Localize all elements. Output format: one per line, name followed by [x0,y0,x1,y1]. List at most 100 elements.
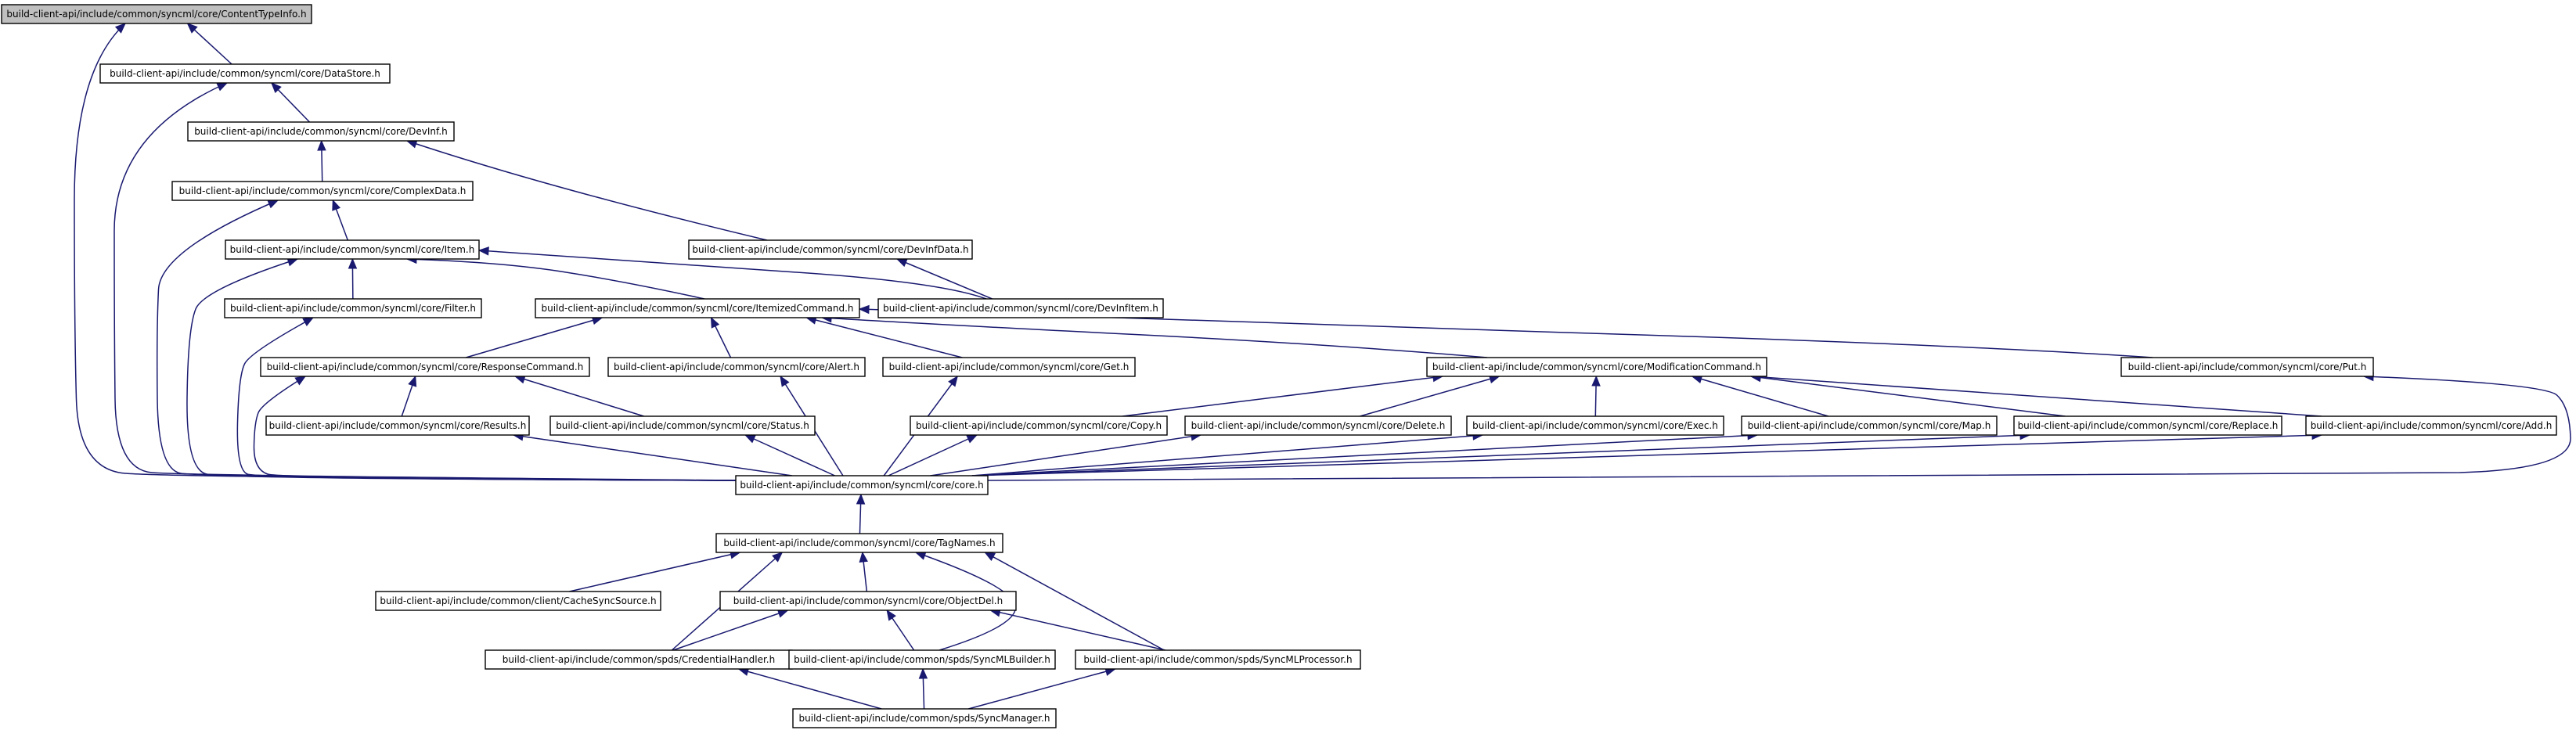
node-label: build-client-api/include/common/syncml/c… [740,480,983,491]
node-alert[interactable]: build-client-api/include/common/syncml/c… [607,357,866,377]
node-box [535,298,860,318]
node-label: build-client-api/include/common/syncml/c… [916,420,1162,431]
edge-devinf-to-datastore [271,82,310,123]
node-label: build-client-api/include/common/syncml/c… [614,361,859,372]
edge-item-to-complexdata [332,199,349,241]
node-objectdel[interactable]: build-client-api/include/common/syncml/c… [719,591,1017,611]
edge-line [406,140,768,241]
node-box [2305,415,2557,436]
node-contenttypeinfo[interactable]: build-client-api/include/common/syncml/c… [1,4,312,24]
edge-get-to-itemizedcommand [805,315,963,358]
edge-line [187,23,232,65]
node-syncmanager[interactable]: build-client-api/include/common/spds/Syn… [792,708,1057,728]
edge-line [821,317,1488,358]
node-box [1075,649,1361,670]
edge-arrowhead [858,304,870,315]
node-cachesyncsource[interactable]: build-client-api/include/common/client/C… [375,591,661,611]
edge-arrowhead [332,199,341,211]
node-box [910,415,1168,436]
node-box [1466,415,1724,436]
edge-line [113,82,737,481]
node-credentialhandler[interactable]: build-client-api/include/common/spds/Cre… [485,649,793,670]
node-devinfdata[interactable]: build-client-api/include/common/syncml/c… [688,239,973,260]
node-box [1426,357,1767,377]
edge-line [253,376,737,481]
node-label: build-client-api/include/common/syncml/c… [179,185,467,196]
node-delete[interactable]: build-client-api/include/common/syncml/c… [1184,415,1452,436]
edge-line [971,434,2030,476]
edge-line [514,376,644,417]
node-add[interactable]: build-client-api/include/common/syncml/c… [2305,415,2557,436]
edge-line [744,434,835,476]
node-exec[interactable]: build-client-api/include/common/syncml/c… [1466,415,1724,436]
edge-responsecommand-to-itemizedcommand [465,315,603,358]
node-datastore[interactable]: build-client-api/include/common/syncml/c… [99,63,391,84]
edge-exec-to-modificationcommand [1591,375,1601,417]
edge-arrowhead [408,375,417,387]
edge-arrowhead [859,551,868,563]
node-put[interactable]: build-client-api/include/common/syncml/c… [2120,357,2374,377]
node-label: build-client-api/include/common/syncml/c… [110,68,380,79]
edge-objectdel-to-tagnames [859,551,868,592]
node-box [224,298,482,318]
node-label: build-client-api/include/common/syncml/c… [194,126,448,137]
edge-line [672,610,788,651]
edge-line [1692,376,1829,417]
node-box [1,4,312,24]
edge-datastore-to-contenttypeinfo [186,23,232,65]
edge-modificationcommand-to-itemizedcommand [820,314,1488,358]
node-devinf[interactable]: build-client-api/include/common/syncml/c… [187,121,455,142]
edge-credentialhandler-to-objectdel [672,609,789,651]
edge-tagnames-to-core [856,493,866,534]
edge-arrowhead [895,258,908,268]
edge-syncmanager-to-syncmlbuilder [918,667,928,710]
node-label: build-client-api/include/common/syncml/c… [733,595,1003,606]
node-devinfitem[interactable]: build-client-api/include/common/syncml/c… [877,298,1164,318]
edge-line [888,434,978,476]
node-box [265,415,530,436]
edge-filter-to-item [348,257,358,300]
node-syncmlprocessor[interactable]: build-client-api/include/common/spds/Syn… [1075,649,1361,670]
node-tagnames[interactable]: build-client-api/include/common/syncml/c… [715,533,1003,553]
node-box [2013,415,2282,436]
node-responsecommand[interactable]: build-client-api/include/common/syncml/c… [260,357,590,377]
node-map[interactable]: build-client-api/include/common/syncml/c… [1741,415,1998,436]
edge-complexdata-to-devinf [317,139,326,182]
node-box [877,298,1164,318]
node-label: build-client-api/include/common/syncml/c… [692,244,968,255]
node-box [882,357,1136,377]
node-get[interactable]: build-client-api/include/common/syncml/c… [882,357,1136,377]
edge-line [971,434,2322,476]
node-status[interactable]: build-client-api/include/common/syncml/c… [549,415,816,436]
node-label: build-client-api/include/common/syncml/c… [267,361,584,372]
node-copy[interactable]: build-client-api/include/common/syncml/c… [910,415,1168,436]
node-item[interactable]: build-client-api/include/common/syncml/c… [225,239,480,260]
edge-arrowhead [710,316,720,329]
node-filter[interactable]: build-client-api/include/common/syncml/c… [224,298,482,318]
node-box [1741,415,1998,436]
node-core[interactable]: build-client-api/include/common/syncml/c… [735,475,989,495]
edge-arrowhead [744,434,756,444]
edge-devinfitem-to-devinfdata [895,258,993,300]
edge-arrowhead [856,493,866,505]
edge-line [1360,376,1500,417]
edge-arrowhead [948,375,958,387]
node-itemizedcommand[interactable]: build-client-api/include/common/syncml/c… [535,298,860,318]
edge-cachesyncsource-to-tagnames [569,550,741,592]
node-label: build-client-api/include/common/syncml/c… [2311,420,2553,431]
edge-itemizedcommand-to-item [405,254,705,300]
edge-syncmanager-to-syncmlprocessor [968,667,1117,710]
node-modificationcommand[interactable]: build-client-api/include/common/syncml/c… [1426,357,1767,377]
edge-arrowhead [302,317,315,327]
node-results[interactable]: build-client-api/include/common/syncml/c… [265,415,530,436]
node-complexdata[interactable]: build-client-api/include/common/syncml/c… [171,181,474,201]
node-syncmlbuilder[interactable]: build-client-api/include/common/spds/Syn… [788,649,1056,670]
edge-arrowhead [984,552,996,562]
edge-line [806,317,963,358]
edge-line [930,434,1202,476]
edge-arrowhead [348,257,358,269]
node-box [788,649,1056,670]
node-label: build-client-api/include/common/syncml/c… [541,303,853,314]
node-replace[interactable]: build-client-api/include/common/syncml/c… [2013,415,2282,436]
